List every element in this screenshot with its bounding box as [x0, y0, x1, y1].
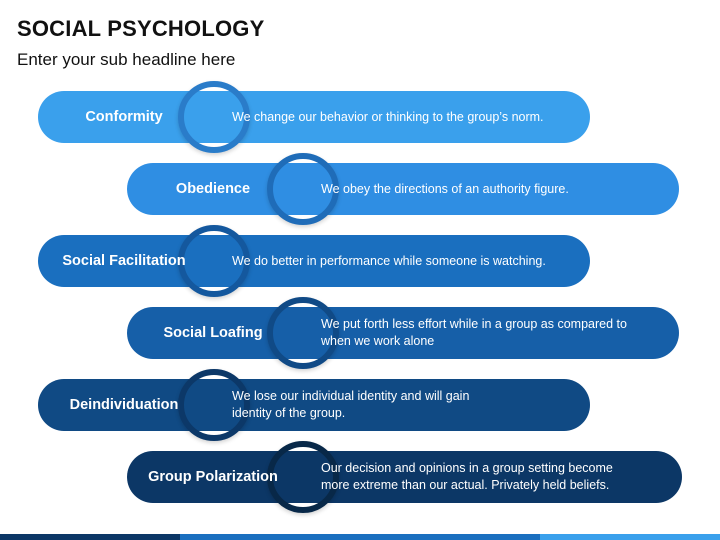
concept-description: We change our behavior or thinking to th…: [232, 91, 576, 143]
page-title: SOCIAL PSYCHOLOGY: [17, 16, 265, 41]
footer-bar-segment: [180, 534, 540, 540]
concept-pill: [38, 379, 590, 431]
concept-description: Our decision and opinions in a group set…: [321, 451, 668, 503]
description-line: We lose our individual identity and will…: [232, 389, 470, 403]
description-line: We put forth less effort while in a grou…: [321, 317, 627, 331]
concept-label: Conformity: [85, 109, 163, 125]
concept-row: Conformity We change our behavior or thin…: [38, 81, 590, 153]
concept-pill: [127, 307, 679, 359]
description-line: We do better in performance while someon…: [232, 253, 546, 268]
concept-label: Social Loafing: [163, 325, 263, 341]
concept-row: Group Polarization Our decision and opini…: [127, 441, 682, 513]
footer-bar: [0, 534, 720, 540]
concept-description-text: We lose our individual identity and will…: [232, 388, 469, 422]
concept-label: Group Polarization: [148, 469, 278, 485]
concept-description-text: Our decision and opinions in a group set…: [321, 460, 613, 494]
concept-description-text: We do better in performance while someon…: [232, 253, 546, 270]
ring-connector-icon: [178, 225, 250, 297]
concept-description: We obey the directions of an authority f…: [321, 163, 665, 215]
concept-row: Obedience We obey the directions of an au…: [127, 153, 679, 225]
ring-connector-icon: [267, 441, 339, 513]
concept-row: Deindividuation We lose our individual id…: [38, 369, 590, 441]
concept-row: Social Facilitation We do better in perfo…: [38, 225, 590, 297]
ring-connector-icon: [178, 369, 250, 441]
concept-pill: [38, 91, 590, 143]
description-line: We obey the directions of an authority f…: [321, 181, 569, 196]
description-line: more extreme than our actual. Privately …: [321, 478, 610, 492]
concept-pill: [127, 451, 682, 503]
ring-connector-icon: [267, 153, 339, 225]
description-line: Our decision and opinions in a group set…: [321, 461, 613, 475]
concept-description: We do better in performance while someon…: [232, 235, 576, 287]
page-subtitle: Enter your sub headline here: [17, 50, 236, 69]
ring-connector-icon: [267, 297, 339, 369]
footer-bar-segment: [0, 534, 180, 540]
concept-label: Obedience: [175, 181, 251, 197]
description-line: when we work alone: [321, 334, 435, 348]
description-line: We change our behavior or thinking to th…: [232, 109, 544, 124]
ring-connector-icon: [178, 81, 250, 153]
concept-description-text: We obey the directions of an authority f…: [321, 181, 569, 198]
concept-description-text: We change our behavior or thinking to th…: [232, 109, 544, 126]
concept-description: We lose our individual identity and will…: [232, 379, 576, 431]
concept-label: Social Facilitation: [62, 253, 186, 269]
concept-description-text: We put forth less effort while in a grou…: [321, 316, 627, 350]
concept-pill: [38, 235, 590, 287]
concept-pill: [127, 163, 679, 215]
concept-label: Deindividuation: [69, 397, 179, 413]
description-line: identity of the group.: [232, 406, 346, 420]
footer-bar-segment: [540, 534, 720, 540]
concept-row: Social Loafing We put forth less effort w…: [127, 297, 679, 369]
concept-description: We put forth less effort while in a grou…: [321, 307, 665, 359]
